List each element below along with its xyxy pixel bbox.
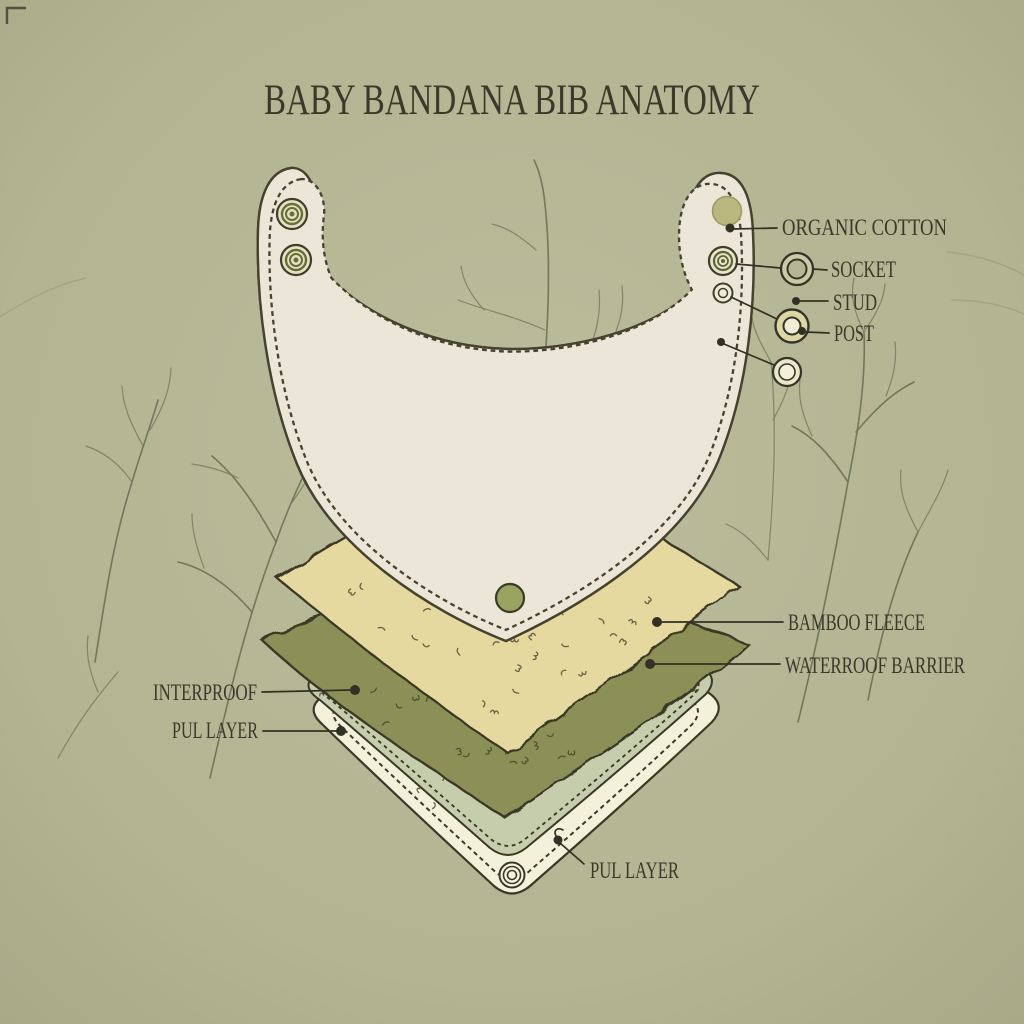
post-part-icon	[774, 308, 810, 344]
bib-point-snap-icon	[494, 582, 526, 614]
label-stud: STUD	[833, 290, 877, 315]
label-organic-cotton: ORGANIC COTTON	[782, 215, 947, 240]
organic-cotton-leader-dot	[725, 223, 735, 233]
socket-leader-line	[812, 268, 828, 271]
organic-cotton-snap-icon	[711, 195, 743, 227]
waterproof-leader-dot	[645, 659, 655, 669]
socket-part-icon	[779, 251, 815, 287]
pul-left-leader-dot	[336, 726, 346, 736]
post-leader-line	[805, 331, 830, 334]
label-bamboo-fleece: BAMBOO FLEECE	[788, 610, 925, 635]
label-waterproof-barrier: WATERROOF BARRIER	[785, 653, 965, 678]
label-socket: SOCKET	[831, 257, 896, 282]
interproof-leader-dot	[350, 685, 360, 695]
stud-leader-dot	[792, 297, 800, 305]
page-title: BABY BANDANA BIB ANATOMY	[264, 77, 760, 124]
right-strap-ring-snap-icon	[707, 245, 739, 277]
post-leader-dot	[798, 327, 806, 335]
pul-snap-ring-icon	[498, 861, 526, 889]
stud-part-icon	[771, 356, 803, 388]
right-strap-small-ring-icon	[712, 282, 734, 304]
pul-bottom-leader-line	[559, 842, 585, 865]
left-strap-snap-bottom-icon	[279, 243, 313, 277]
bamboo-leader-dot	[652, 617, 662, 627]
faint-arc-decorations	[0, 251, 1024, 318]
bib-top-layer-shape	[256, 166, 755, 643]
branch-right-large-icon	[791, 277, 949, 723]
stud-link-line	[730, 296, 778, 320]
label-pul-layer-left: PUL LAYER	[172, 718, 258, 743]
branch-bottom-left-icon	[57, 635, 119, 759]
bib-stud-link-line	[723, 343, 775, 366]
label-interproof: INTERPROOF	[153, 680, 257, 705]
branch-left-small-icon	[85, 367, 172, 663]
snap-part-icons	[771, 251, 815, 388]
label-pul-layer-bottom: PUL LAYER	[590, 858, 679, 883]
bib-body-dot	[717, 338, 725, 346]
interproof-leader-line	[261, 689, 352, 693]
socket-link-line	[735, 263, 782, 269]
organic-cotton-leader-line	[732, 227, 778, 230]
pul-bottom-leader-curl	[554, 827, 564, 837]
left-strap-snap-top-icon	[275, 197, 309, 231]
corner-mark	[5, 6, 26, 24]
callout-labels: ORGANIC COTTON SOCKET STUD POST BAMBOO F…	[153, 215, 965, 883]
label-post: POST	[834, 321, 874, 346]
callout-leaders	[261, 223, 830, 865]
